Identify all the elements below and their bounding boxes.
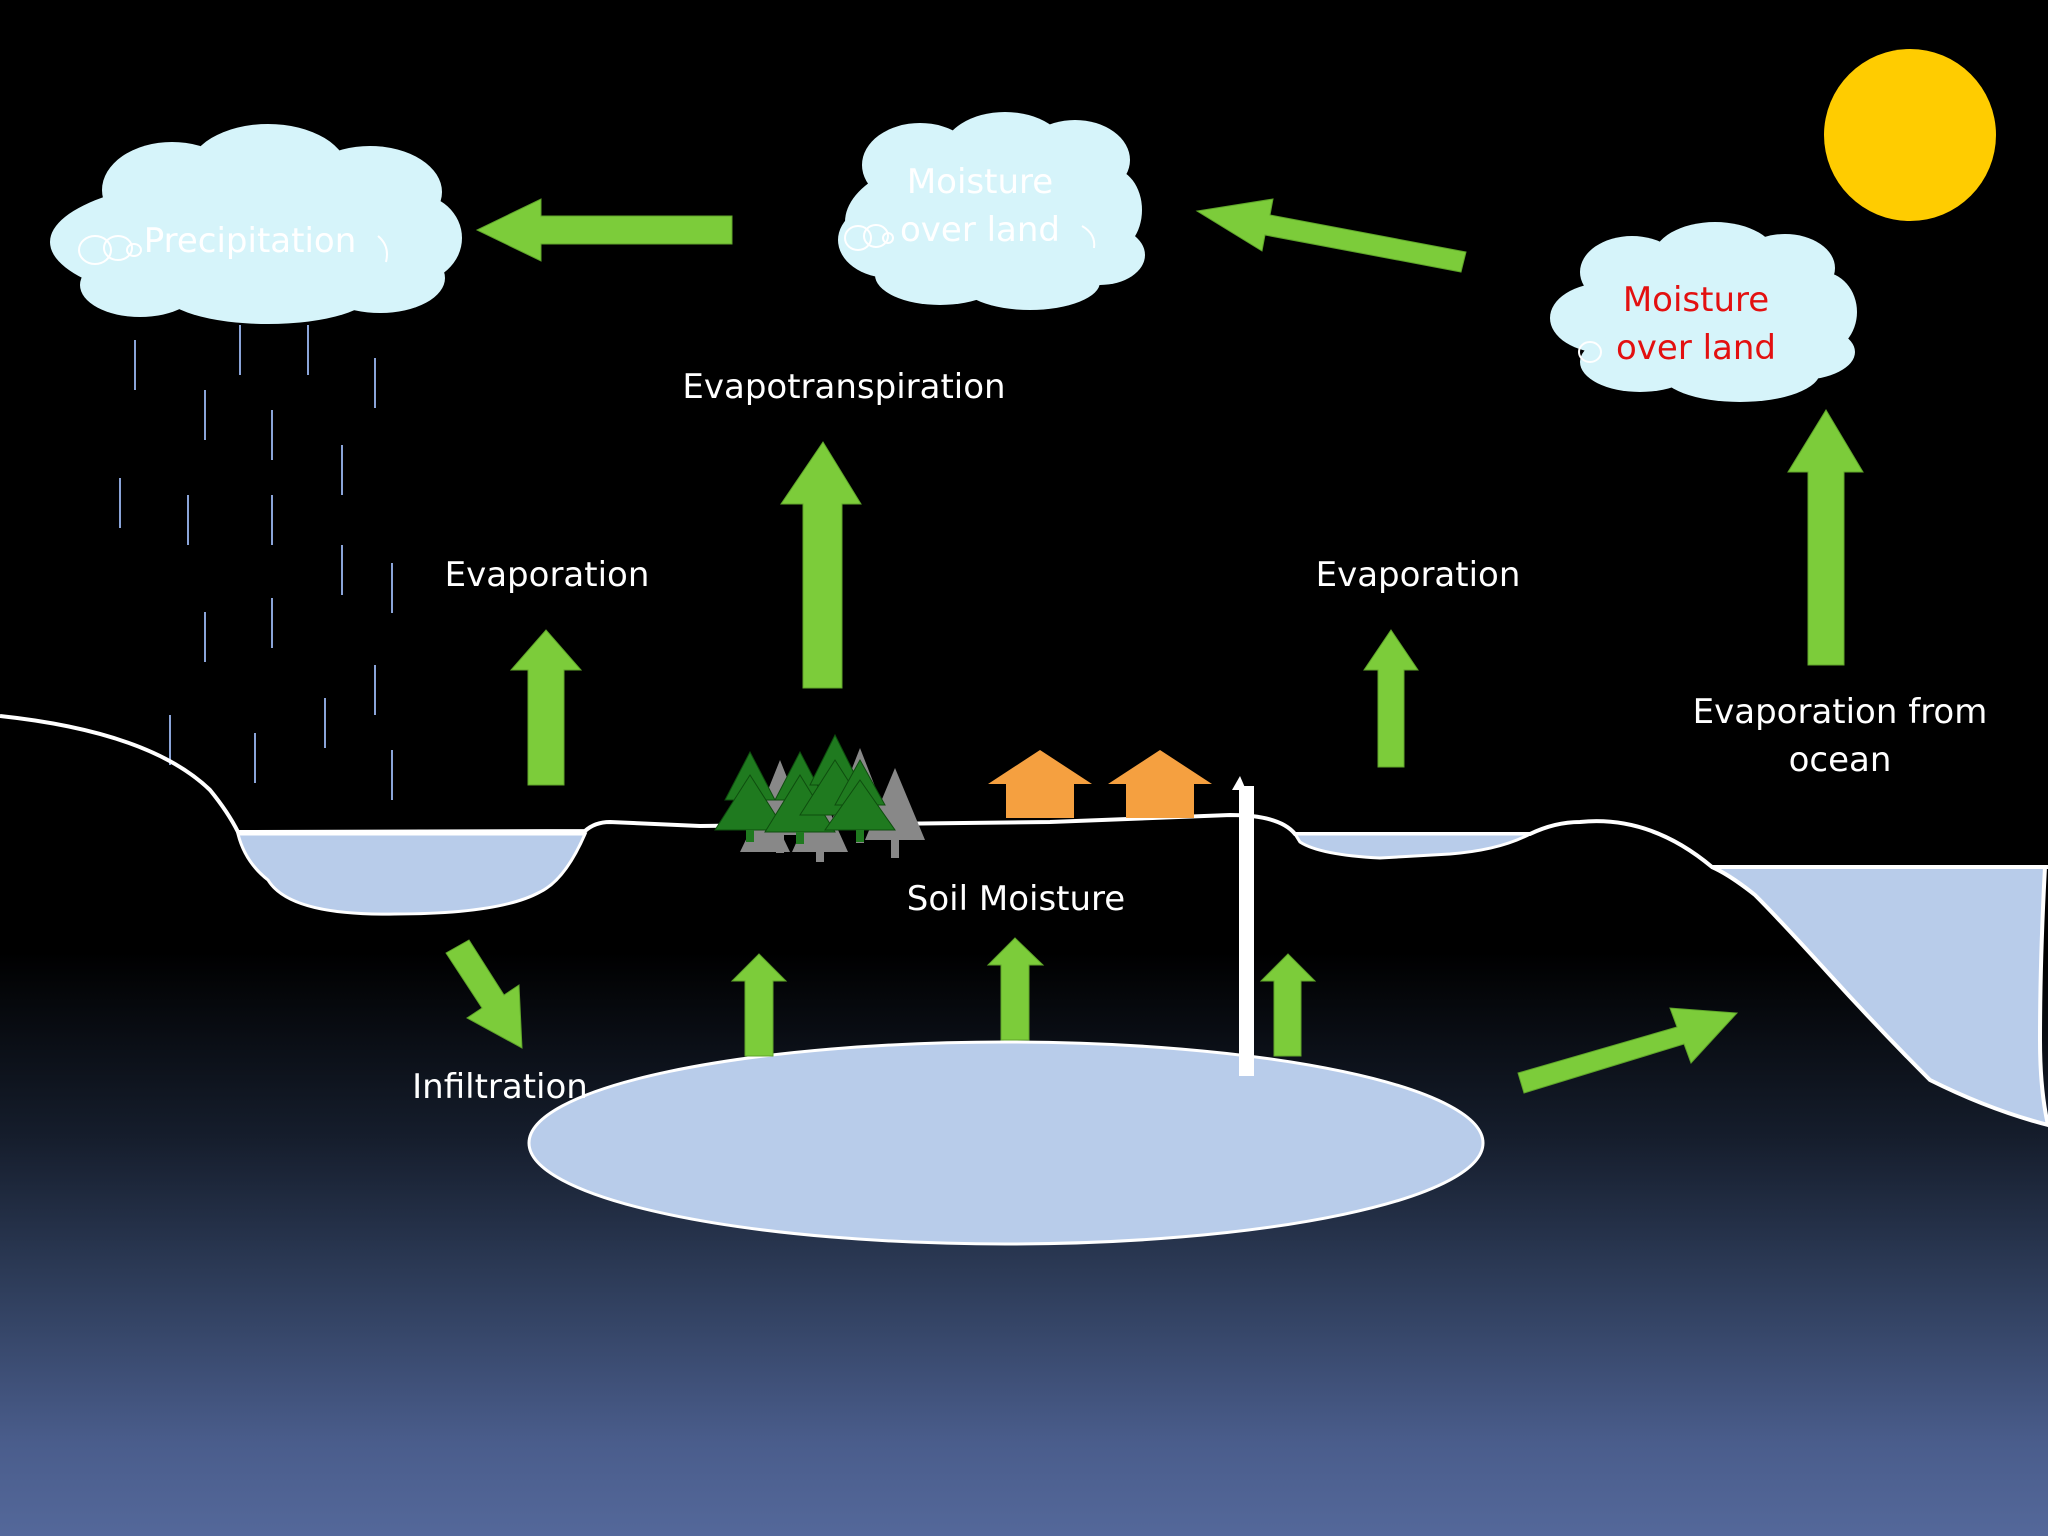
arrow-evaporation-ocean: [1787, 409, 1864, 666]
house-icon: [988, 750, 1092, 818]
sun-icon: [1824, 49, 1996, 221]
moisture-over-land-center-label: Moisture over land: [900, 158, 1060, 254]
moisture-right-line-1: Moisture: [1622, 280, 1770, 320]
moisture-center-line-1: Moisture: [906, 162, 1054, 202]
evaporation-ocean-line-2: ocean: [1788, 740, 1892, 780]
arrow-evaporation-left: [509, 629, 583, 786]
groundwater-aquifer: [527, 1040, 1485, 1246]
ocean: [1711, 865, 2048, 1128]
arrow-evapotranspiration: [780, 441, 862, 689]
ground-line: [0, 714, 2048, 869]
arrow-groundwater-to-ocean: [1517, 1007, 1739, 1094]
right-pond: [1292, 832, 1531, 860]
arrow-soil-3: [1259, 953, 1317, 1057]
moisture-right-line-2: over land: [1615, 328, 1777, 368]
trees-icon: [714, 733, 925, 862]
evaporation-left-label: Evaporation: [444, 555, 650, 595]
well-icon: [1232, 776, 1254, 1076]
evaporation-ocean-line-1: Evaporation from: [1692, 692, 1988, 732]
arrow-to-precipitation: [475, 198, 733, 262]
cloud-precipitation: [50, 124, 462, 324]
rain-icon: [119, 325, 393, 800]
moisture-over-land-right-label: Moisture over land: [1616, 276, 1776, 372]
evaporation-from-ocean-label: Evaporation from ocean: [1693, 688, 1988, 784]
cloud-moisture-right: [1550, 222, 1857, 402]
house-icon: [1108, 750, 1212, 818]
evapotranspiration-label: Evapotranspiration: [682, 367, 1006, 407]
cloud-bubbles: [78, 224, 1602, 363]
infiltration-label: Infiltration: [412, 1067, 588, 1107]
soil-moisture-label: Soil Moisture: [906, 879, 1126, 919]
left-pond: [236, 832, 588, 916]
cloud-moisture-center: [838, 112, 1145, 310]
arrow-soil-2: [986, 937, 1045, 1041]
moisture-center-line-2: over land: [899, 210, 1061, 250]
evaporation-right-label: Evaporation: [1315, 555, 1521, 595]
arrow-soil-1: [730, 953, 788, 1057]
arrow-evaporation-right: [1363, 629, 1419, 768]
precipitation-label: Precipitation: [143, 221, 357, 261]
arrow-to-moisture-center: [1195, 198, 1467, 273]
arrow-infiltration: [445, 939, 523, 1049]
